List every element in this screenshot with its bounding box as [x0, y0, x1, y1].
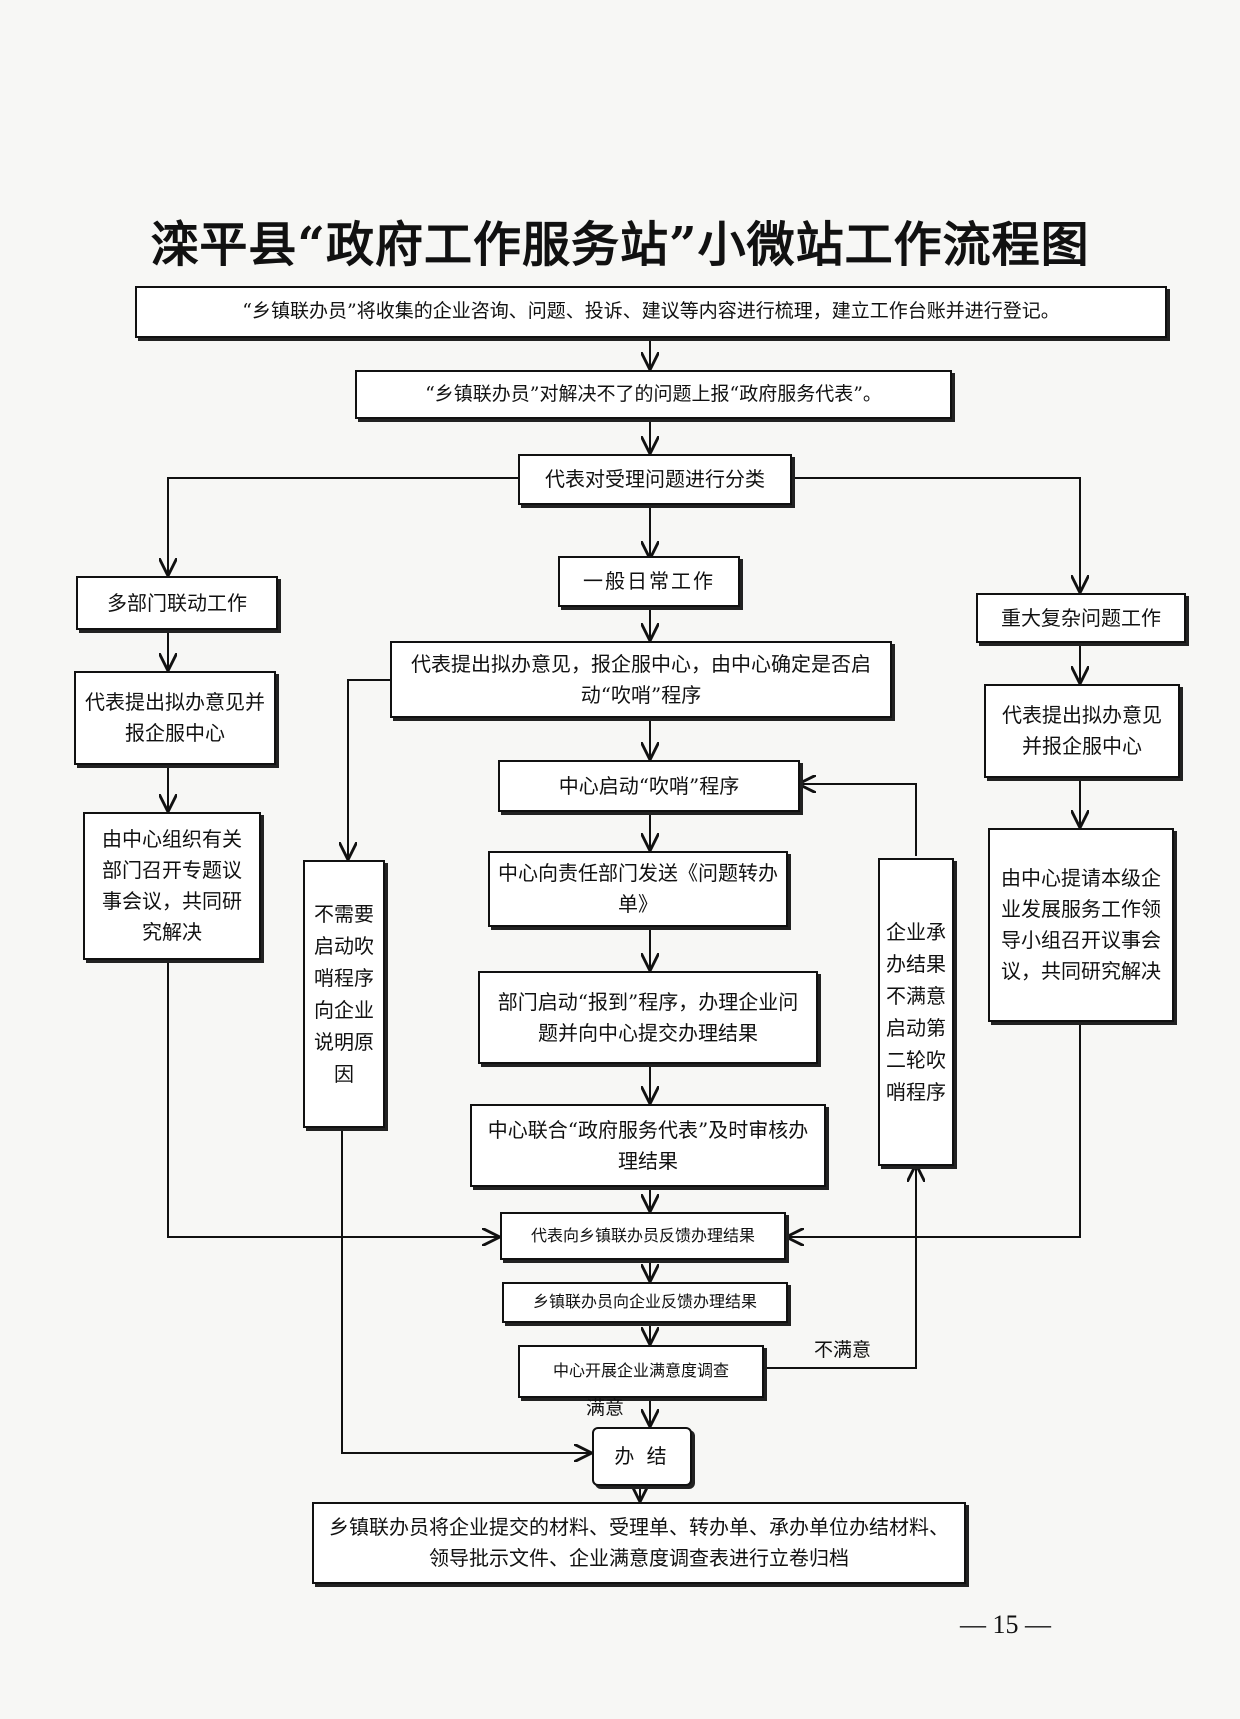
label-unsatisfied: 不满意 [814, 1339, 872, 1361]
branch-major-complex: 重大复杂问题工作 [976, 593, 1186, 643]
step-completed: 办 结 [592, 1427, 692, 1486]
feedback-to-liaison: 代表向乡镇联办员反馈办理结果 [500, 1212, 786, 1260]
mid-department-report: 部门启动“报到”程序，办理企业问题并向中心提交办理结果 [478, 971, 818, 1064]
right-leadership-meeting: 由中心提请本级企业发展服务工作领导小组召开议事会议，共同研究解决 [988, 828, 1174, 1022]
page-title: 滦平县“政府工作服务站”小微站工作流程图 [150, 217, 1090, 273]
step-classify-issues: 代表对受理问题进行分类 [518, 454, 792, 505]
branch-daily-work: 一般日常工作 [558, 556, 740, 607]
no-whistle-explain: 不需要启动吹哨程序向企业说明原因 [303, 860, 385, 1128]
branch-multi-department: 多部门联动工作 [76, 576, 278, 630]
mid-start-whistle: 中心启动“吹哨”程序 [498, 760, 800, 812]
step-archive: 乡镇联办员将企业提交的材料、受理单、转办单、承办单位办结材料、领导批示文件、企业… [312, 1502, 966, 1584]
label-satisfied: 满意 [586, 1397, 625, 1419]
second-round-whistle: 企业承办结果不满意启动第二轮吹哨程序 [878, 858, 954, 1166]
left-rep-opinion: 代表提出拟办意见并报企服中心 [74, 671, 276, 765]
mid-review-results: 中心联合“政府服务代表”及时审核办理结果 [470, 1104, 826, 1187]
satisfaction-survey: 中心开展企业满意度调查 [518, 1345, 764, 1398]
step-report-to-representative: “乡镇联办员”对解决不了的问题上报“政府服务代表”。 [355, 370, 952, 419]
left-special-meeting: 由中心组织有关部门召开专题议事会议，共同研究解决 [83, 812, 261, 960]
right-rep-opinion: 代表提出拟办意见并报企服中心 [984, 684, 1180, 778]
feedback-to-enterprise: 乡镇联办员向企业反馈办理结果 [502, 1282, 788, 1323]
step-collect-and-register: “乡镇联办员”将收集的企业咨询、问题、投诉、建议等内容进行梳理，建立工作台账并进… [135, 286, 1167, 338]
page-number: — 15 — [960, 1610, 1051, 1639]
mid-rep-opinion-whistle-decision: 代表提出拟办意见，报企服中心，由中心确定是否启动“吹哨”程序 [390, 641, 892, 718]
mid-send-transfer-form: 中心向责任部门发送《问题转办单》 [488, 851, 788, 927]
